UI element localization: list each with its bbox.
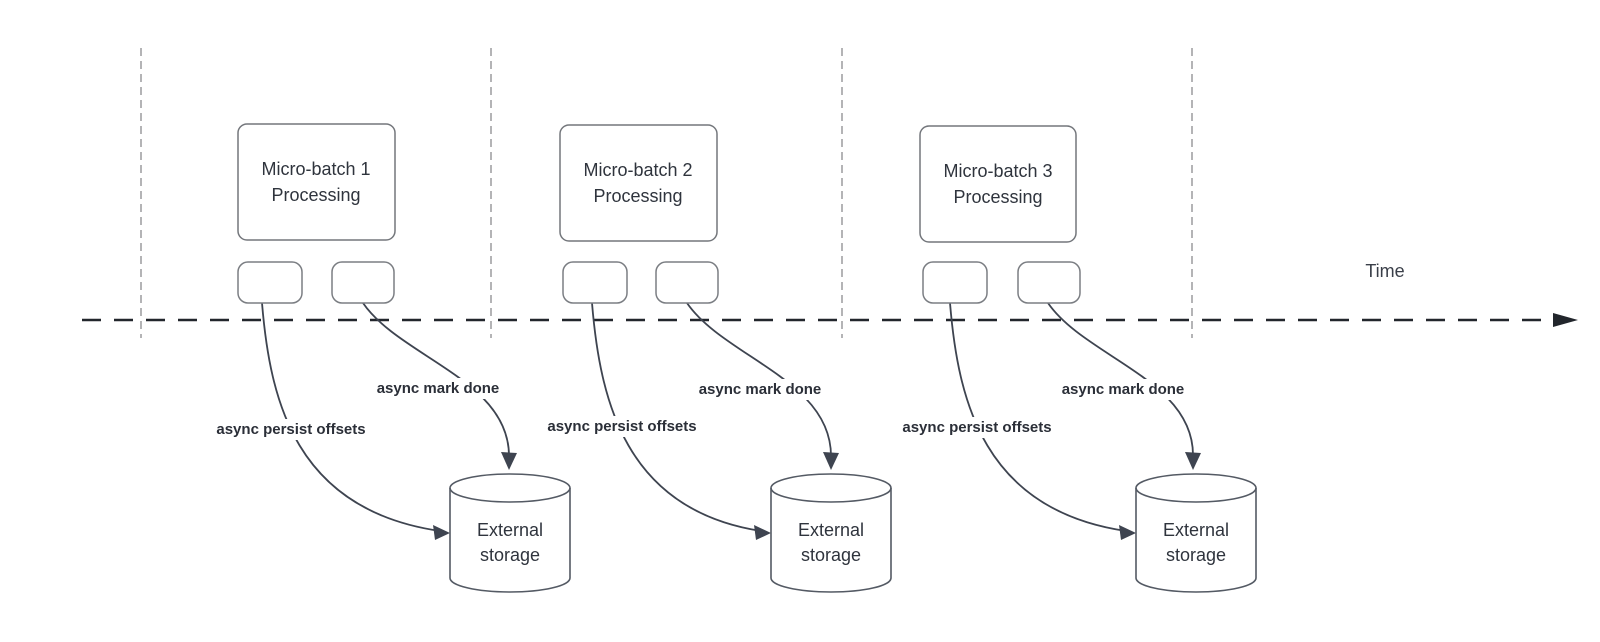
persist-offsets-arrowhead-icon-2	[754, 525, 771, 540]
time-guides	[140, 48, 1193, 338]
markdone-task-box-1	[331, 261, 395, 304]
mark-done-label-2: async mark done	[699, 381, 822, 398]
mark-done-arrowhead-icon-3	[1185, 452, 1201, 470]
mark-done-label-1: async mark done	[377, 380, 500, 397]
micro-batch-group-3: Micro-batch 3 Processing External storag…	[886, 125, 1257, 593]
processing-box-2-title-line1: Micro-batch 2	[583, 160, 692, 180]
processing-box-3-title-line2: Processing	[953, 187, 1042, 207]
external-storage-cylinder-top-3	[1135, 487, 1257, 503]
mark-done-arrow-2	[686, 302, 832, 457]
offset-task-box-2	[562, 261, 628, 304]
external-storage-1-label-line2: storage	[480, 545, 540, 565]
markdone-task-box-2	[655, 261, 719, 304]
processing-box-1	[237, 123, 396, 241]
micro-batch-group-2: Micro-batch 2 Processing External storag…	[531, 124, 892, 593]
persist-offsets-label-3: async persist offsets	[902, 419, 1051, 436]
offset-task-box-3	[922, 261, 988, 304]
processing-box-3-title-line1: Micro-batch 3	[943, 161, 1052, 181]
mark-done-arrow-1	[362, 302, 510, 457]
external-storage-cylinder-top-1	[449, 487, 571, 503]
processing-box-2-title-line2: Processing	[593, 186, 682, 206]
processing-box-1-title-line1: Micro-batch 1	[261, 159, 370, 179]
processing-box-1-title-line2: Processing	[271, 185, 360, 205]
mark-done-arrowhead-icon-1	[501, 452, 517, 470]
markdone-label-bg-1	[365, 378, 511, 399]
external-storage-2-label-line1: External	[798, 520, 864, 540]
external-storage-cylinder-2	[770, 473, 892, 593]
persist-label-bg-1	[200, 419, 382, 440]
mark-done-arrowhead-icon-2	[823, 452, 839, 470]
persist-offsets-label-1: async persist offsets	[216, 421, 365, 438]
processing-box-2	[559, 124, 718, 242]
persist-label-bg-3	[886, 417, 1068, 438]
persist-offsets-label-2: async persist offsets	[547, 418, 696, 435]
external-storage-cylinder-top-2	[770, 487, 892, 503]
external-storage-cylinder-3	[1135, 473, 1257, 593]
markdone-label-bg-2	[687, 379, 833, 400]
external-storage-2-label-line2: storage	[801, 545, 861, 565]
external-storage-3-label-line2: storage	[1166, 545, 1226, 565]
time-axis-arrowhead-icon	[1553, 313, 1578, 327]
persist-offsets-arrowhead-icon-1	[433, 525, 450, 540]
processing-box-3	[919, 125, 1077, 243]
persist-offsets-arrowhead-icon-3	[1119, 525, 1136, 540]
external-storage-1-label-line1: External	[477, 520, 543, 540]
time-axis-label: Time	[1365, 261, 1404, 281]
external-storage-3-label-line1: External	[1163, 520, 1229, 540]
persist-label-bg-2	[531, 416, 713, 437]
micro-batch-group-1: Micro-batch 1 Processing External storag…	[200, 123, 571, 593]
persist-offsets-arrow-2	[591, 302, 762, 532]
markdone-label-bg-3	[1050, 379, 1196, 400]
persist-offsets-arrow-1	[261, 302, 441, 532]
markdone-task-box-3	[1017, 261, 1081, 304]
external-storage-cylinder-1	[449, 473, 571, 593]
mark-done-arrow-3	[1047, 302, 1194, 457]
mark-done-label-3: async mark done	[1062, 381, 1185, 398]
time-axis: Time	[82, 261, 1578, 327]
offset-task-box-1	[237, 261, 303, 304]
persist-offsets-arrow-3	[949, 302, 1127, 532]
